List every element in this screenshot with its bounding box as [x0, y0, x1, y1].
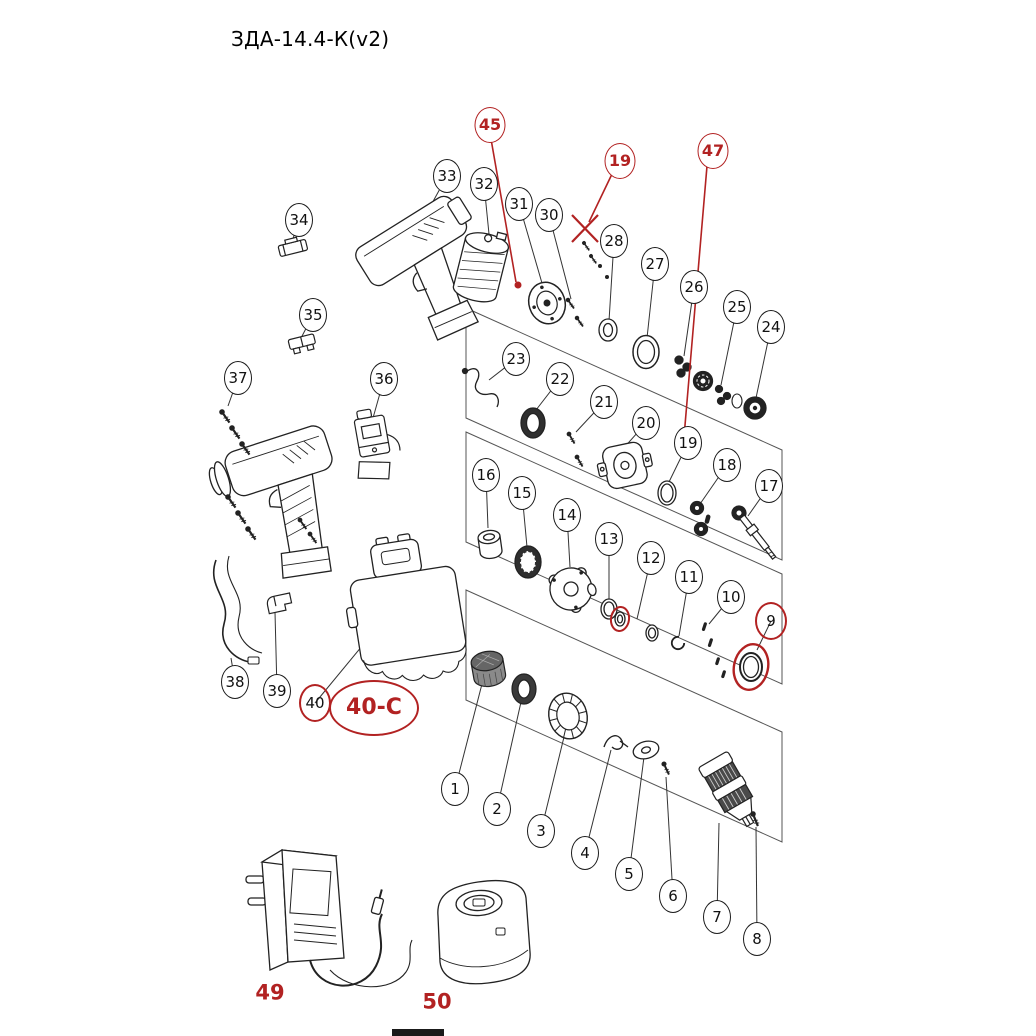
clip-4-drawing — [603, 735, 629, 750]
bracket-35-drawing — [287, 333, 316, 355]
washers-13-12-11-drawing — [600, 598, 686, 651]
torque-collar-3-drawing — [548, 692, 588, 740]
screw-6-drawing — [659, 759, 673, 777]
switch-assembly-drawing — [353, 408, 401, 480]
charger-drawing — [245, 848, 413, 988]
ring-2-drawing — [511, 673, 537, 705]
gearbox-14-drawing — [548, 567, 597, 614]
screws-21-drawing — [564, 429, 586, 469]
disc-5-drawing — [632, 740, 660, 760]
exploded-panes — [465, 307, 783, 843]
bottom-strip — [392, 1029, 444, 1036]
cup-16-drawing — [477, 529, 503, 560]
pins-10-drawing — [701, 622, 726, 679]
charger-base-drawing — [437, 879, 531, 985]
screws-30-drawing — [564, 239, 609, 329]
wires-38-drawing — [212, 555, 263, 665]
chuck-7-drawing — [698, 751, 755, 828]
output-shaft-17-drawing — [731, 505, 777, 560]
battery-drawing — [345, 533, 467, 682]
motor-drawing — [452, 231, 510, 303]
row-b-parts-drawing — [461, 367, 711, 537]
ring-9-drawing — [739, 652, 763, 682]
diagram-title: ЗДА-14.4-К(v2) — [231, 27, 390, 51]
clutch-cup-1-drawing — [470, 650, 507, 688]
red-annotations — [490, 138, 770, 691]
gear-housing-20-drawing — [596, 441, 653, 490]
bracket-34-drawing — [277, 236, 309, 257]
row-a-parts-drawing — [598, 318, 767, 420]
latch-39-drawing — [266, 592, 293, 615]
housing-half-drawing — [355, 195, 480, 341]
motor-endplate-drawing — [527, 281, 567, 325]
ring-gear-15-drawing — [514, 545, 542, 579]
